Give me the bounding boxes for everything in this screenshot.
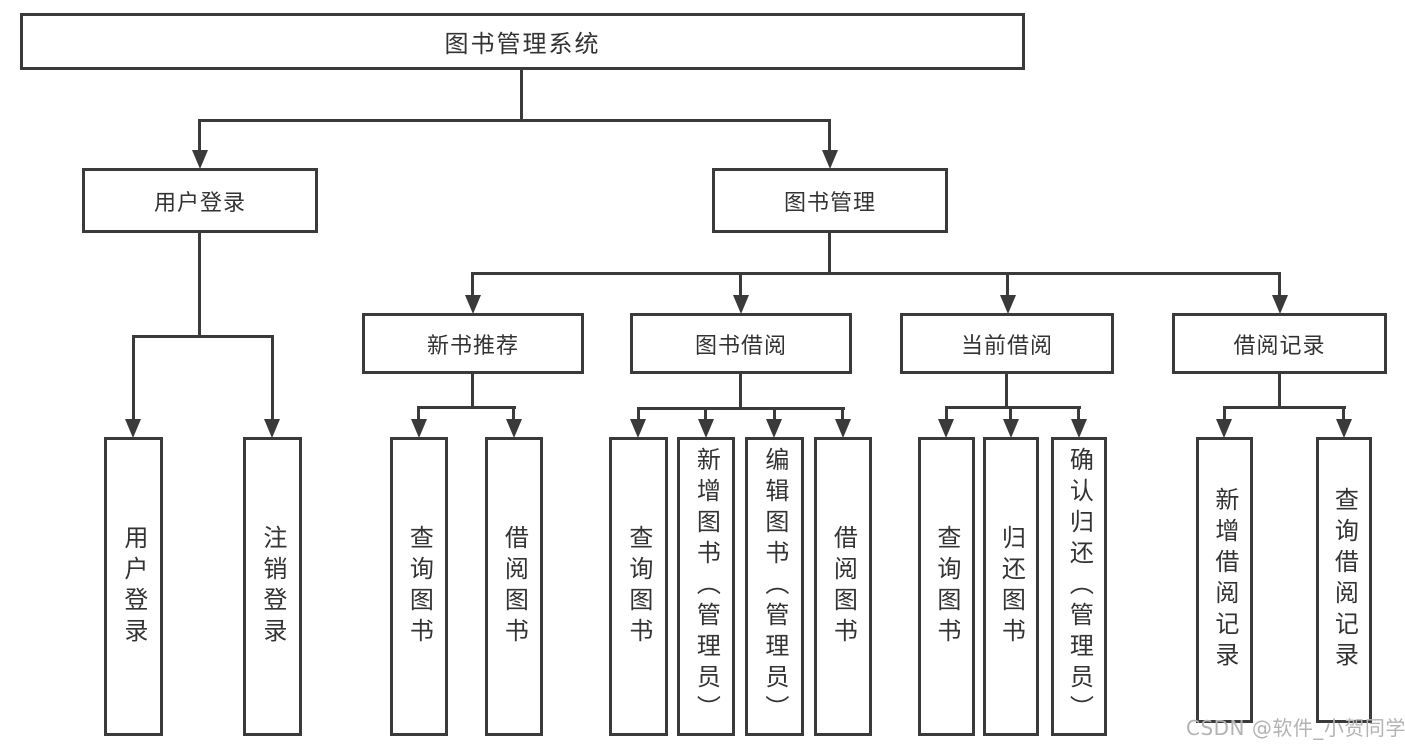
arrow-down-icon	[822, 150, 838, 169]
edge-drop	[417, 406, 420, 421]
arrow-down-icon	[125, 419, 141, 438]
edge-root-stem	[520, 70, 523, 119]
arrow-down-icon	[1003, 419, 1019, 438]
arrow-down-icon	[733, 295, 749, 314]
edge-current-rail	[945, 406, 1081, 409]
leaf-bb-add-books-admin-label: 新增图书（管理员）	[692, 447, 721, 726]
arrow-down-icon	[1272, 295, 1288, 314]
edge-newbook-rail	[417, 406, 516, 409]
edge-borrow-stem	[739, 374, 742, 410]
leaf-logout-label: 注销登录	[258, 524, 287, 649]
edge-drop-book-mgmt	[828, 119, 831, 152]
leaf-bb-borrow-books-label: 借阅图书	[829, 524, 858, 649]
arrow-down-icon	[1216, 419, 1232, 438]
edge-current-stem	[1005, 374, 1008, 409]
edge-drop	[637, 407, 640, 421]
leaf-bb-query-books: 查询图书	[609, 437, 668, 736]
edge-records-rail	[1223, 406, 1346, 409]
edge-drop-borrow-records	[1278, 272, 1281, 298]
node-library-system: 图书管理系统	[20, 13, 1025, 70]
csdn-watermark: CSDN @软件_小贺同学	[1186, 716, 1405, 740]
leaf-nb-borrow-books: 借阅图书	[485, 437, 543, 736]
edge-newbook-stem	[471, 374, 474, 409]
leaf-bb-query-books-label: 查询图书	[624, 524, 653, 649]
leaf-nb-borrow-books-label: 借阅图书	[500, 524, 529, 649]
arrow-down-icon	[835, 419, 851, 438]
edge-drop-current-borrowing	[1006, 272, 1009, 298]
node-user-login: 用户登录	[82, 168, 318, 233]
leaf-nb-query-books-label: 查询图书	[405, 524, 434, 649]
edge-drop	[773, 407, 776, 421]
edge-borrow-rail	[637, 407, 845, 410]
edge-drop	[1077, 406, 1080, 421]
edge-drop	[1009, 406, 1012, 421]
edge-drop	[704, 407, 707, 421]
node-user-login-label: 用户登录	[153, 190, 246, 216]
edge-records-stem	[1278, 374, 1281, 409]
leaf-bb-borrow-books: 借阅图书	[814, 437, 872, 736]
node-borrow-records-label: 借阅记录	[1233, 333, 1326, 359]
edge-drop	[1342, 406, 1345, 421]
arrow-down-icon	[698, 419, 714, 438]
leaf-cb-query-books: 查询图书	[918, 437, 975, 736]
edge-mgmt-rail	[471, 272, 1281, 275]
edge-user-stem	[198, 233, 201, 338]
node-book-management-label: 图书管理	[783, 190, 876, 216]
leaf-br-query-record: 查询借阅记录	[1316, 437, 1372, 723]
edge-drop-book-borrowing	[739, 272, 742, 298]
node-book-borrowing: 图书借阅	[630, 313, 852, 374]
leaf-cb-confirm-return-admin-label: 确认归还（管理员）	[1065, 447, 1094, 726]
arrow-down-icon	[938, 419, 954, 438]
arrow-down-icon	[192, 150, 208, 169]
leaf-user-login: 用户登录	[104, 437, 163, 736]
node-new-book-recommend-label: 新书推荐	[426, 333, 519, 359]
node-current-borrowing-label: 当前借阅	[960, 333, 1053, 359]
node-book-management: 图书管理	[712, 168, 948, 233]
arrow-down-icon	[1071, 419, 1087, 438]
edge-mgmt-stem	[828, 233, 831, 275]
edge-drop-leaf-logout	[271, 335, 274, 421]
node-borrow-records: 借阅记录	[1172, 313, 1387, 374]
arrow-down-icon	[766, 419, 782, 438]
arrow-down-icon	[264, 419, 280, 438]
edge-drop	[1223, 406, 1226, 421]
leaf-logout: 注销登录	[243, 437, 302, 736]
edge-drop-leaf-login	[132, 335, 135, 421]
leaf-bb-edit-books-admin-label: 编辑图书（管理员）	[760, 447, 789, 726]
edge-drop	[945, 406, 948, 421]
edge-drop	[512, 406, 515, 421]
leaf-bb-add-books-admin: 新增图书（管理员）	[677, 437, 735, 736]
leaf-br-add-record-label: 新增借阅记录	[1210, 487, 1239, 673]
leaf-cb-return-books: 归还图书	[983, 437, 1039, 736]
edge-user-rail	[132, 335, 274, 338]
leaf-br-add-record: 新增借阅记录	[1196, 437, 1253, 723]
leaf-cb-return-books-label: 归还图书	[997, 524, 1026, 649]
edge-drop-user-login	[198, 119, 201, 152]
arrow-down-icon	[1000, 295, 1016, 314]
leaf-cb-query-books-label: 查询图书	[932, 524, 961, 649]
node-current-borrowing: 当前借阅	[900, 313, 1114, 374]
edge-drop	[841, 407, 844, 421]
leaf-user-login-label: 用户登录	[119, 524, 148, 649]
leaf-nb-query-books: 查询图书	[390, 437, 448, 736]
node-book-borrowing-label: 图书借阅	[694, 333, 787, 359]
arrow-down-icon	[506, 419, 522, 438]
leaf-bb-edit-books-admin: 编辑图书（管理员）	[745, 437, 804, 736]
arrow-down-icon	[411, 419, 427, 438]
arrow-down-icon	[465, 295, 481, 314]
edge-root-rail	[198, 119, 831, 122]
arrow-down-icon	[630, 419, 646, 438]
arrow-down-icon	[1336, 419, 1352, 438]
node-library-system-label: 图书管理系统	[444, 30, 601, 58]
leaf-br-query-record-label: 查询借阅记录	[1330, 487, 1359, 673]
edge-drop-new-book	[471, 272, 474, 298]
leaf-cb-confirm-return-admin: 确认归还（管理员）	[1051, 437, 1107, 736]
node-new-book-recommend: 新书推荐	[362, 313, 584, 374]
